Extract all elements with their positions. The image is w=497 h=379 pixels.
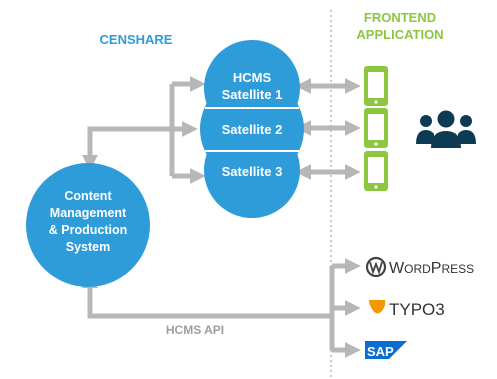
users-icon: [416, 110, 476, 148]
hcms-api-label: HCMS API: [166, 323, 224, 337]
hcms-node: [26, 163, 150, 287]
frontend-header-line2: APPLICATION: [356, 27, 443, 42]
satellite-cluster: [200, 40, 304, 218]
satellite-2-label: Satellite 2: [222, 122, 283, 137]
hcms-api-connector: [87, 281, 332, 319]
api-fanout: [329, 257, 361, 359]
satellite-2-node: [200, 77, 304, 181]
wordpress-text: WORDPRESS: [389, 260, 474, 277]
frontend-header-line1: FRONTEND: [364, 10, 436, 25]
satellite-3-label: Satellite 3: [222, 164, 283, 179]
phone-icon: [364, 66, 388, 106]
satellite-1-label-line1: HCMS: [233, 70, 272, 85]
satellite-1-label-line2: Satellite 1: [222, 87, 283, 102]
phone-icon: [364, 151, 388, 191]
sap-text: SAP: [367, 344, 394, 359]
hcms-label-line2: Management: [50, 206, 127, 220]
censhare-header: CENSHARE: [100, 32, 173, 47]
wordpress-logo: WORDPRESS: [365, 256, 474, 278]
sap-logo: SAP: [365, 341, 407, 359]
hcms-label-line3: & Production: [49, 223, 127, 237]
satellite-phone-arrows: [295, 77, 361, 181]
hcms-label-line1: Content: [64, 189, 112, 203]
hcms-to-satellites-connector: [87, 75, 206, 185]
typo3-text: TYPO3: [389, 300, 445, 319]
hcms-label-line4: System: [66, 240, 110, 254]
typo3-logo: TYPO3: [369, 300, 445, 319]
phone-icon: [364, 108, 388, 148]
